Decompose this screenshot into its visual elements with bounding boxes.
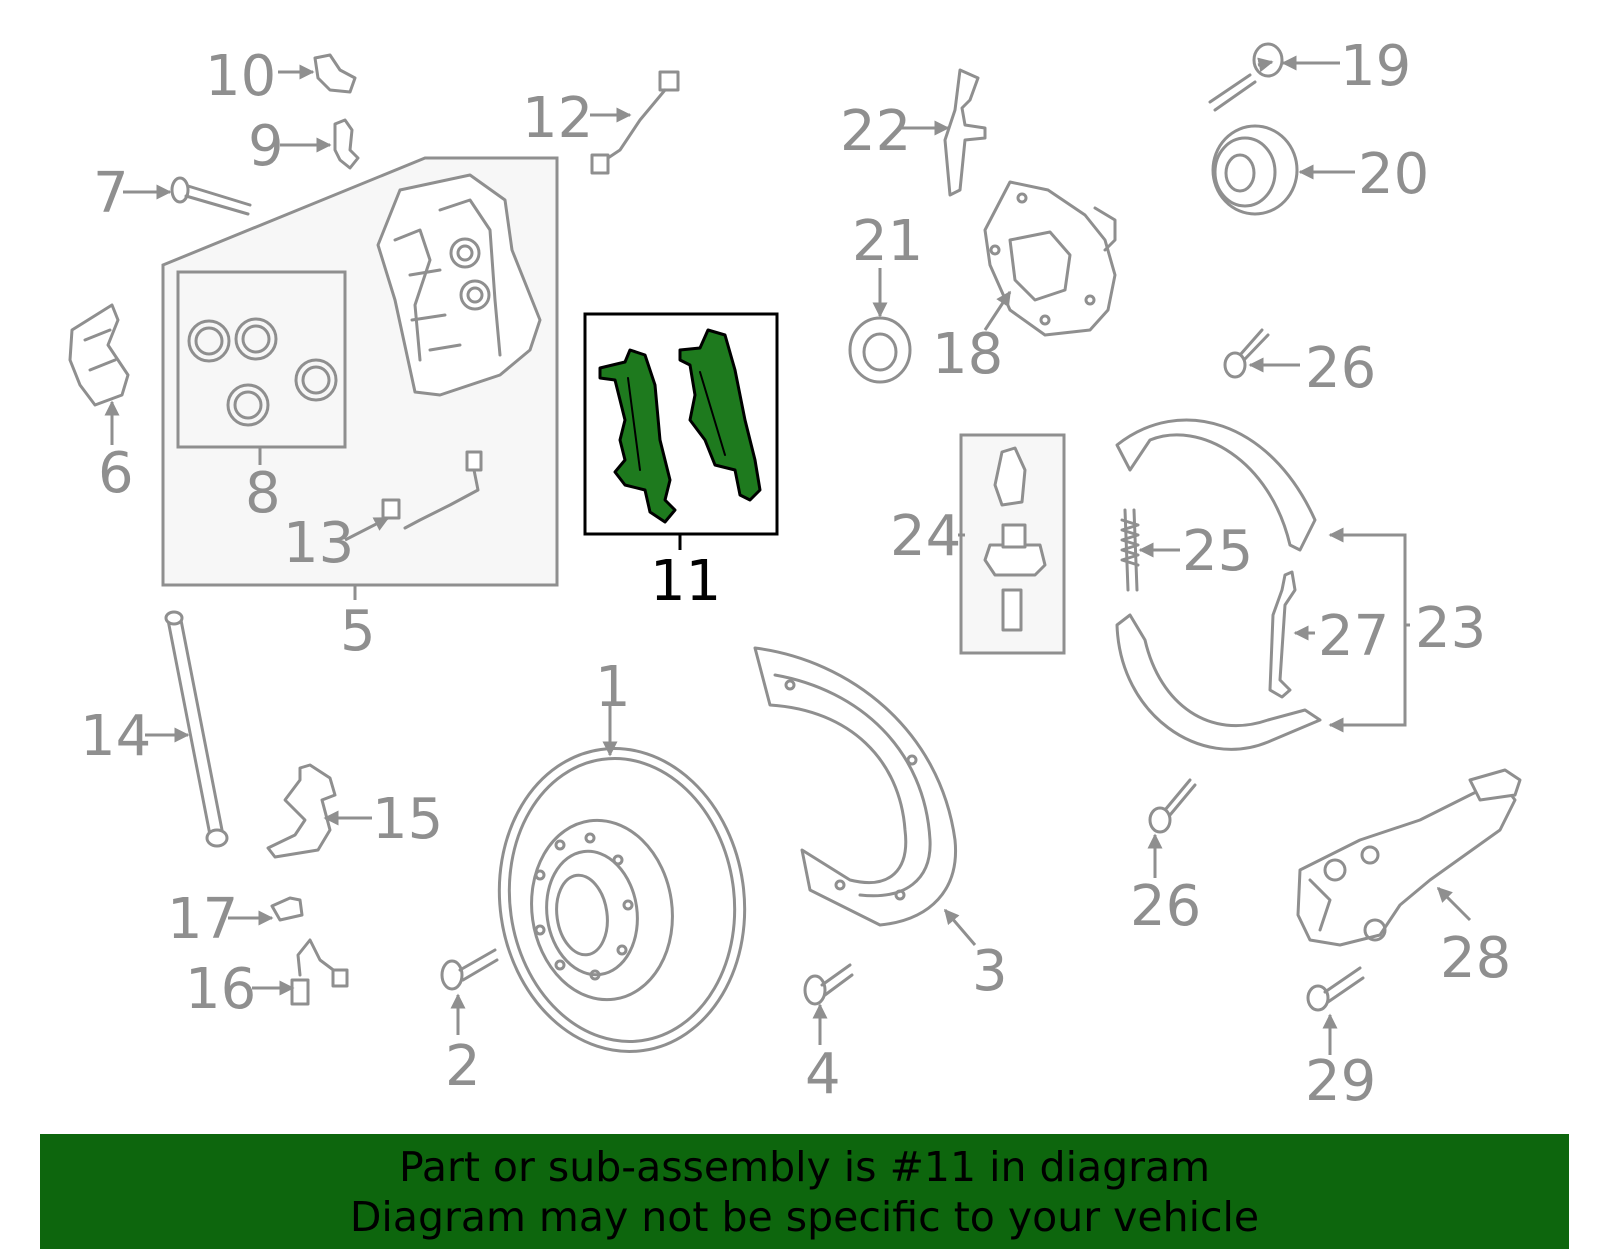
callout-26-top: 26 <box>1305 336 1376 401</box>
abs-sensor-22 <box>943 68 987 197</box>
callout-13: 13 <box>283 511 354 576</box>
callout-24: 24 <box>890 504 961 569</box>
banner-line-1: Part or sub-assembly is #11 in diagram <box>398 1142 1211 1191</box>
brake-shoes-23 <box>1115 418 1322 751</box>
wear-sensor-12 <box>590 70 680 175</box>
guide-pin-14 <box>164 610 229 848</box>
bleeder-26-bottom <box>1148 778 1197 834</box>
callout-21: 21 <box>852 209 923 274</box>
callout-11: 11 <box>650 549 721 614</box>
bleeder-9 <box>333 118 360 170</box>
clip-17 <box>270 896 304 922</box>
callout-17: 17 <box>167 887 238 952</box>
brake-pads-highlighted <box>598 328 762 524</box>
adjuster-parts-24 <box>983 446 1047 632</box>
hub-18 <box>983 180 1117 337</box>
callout-10: 10 <box>205 44 276 109</box>
caliper-housing <box>376 173 542 397</box>
callout-29: 29 <box>1305 1049 1376 1114</box>
callout-27: 27 <box>1318 604 1389 669</box>
callout-1: 1 <box>595 655 631 720</box>
callout-16: 16 <box>185 957 256 1022</box>
cap-10 <box>313 53 357 94</box>
callout-28: 28 <box>1440 926 1511 991</box>
banner-line-2: Diagram may not be specific to your vehi… <box>349 1192 1260 1241</box>
callout-26-bottom: 26 <box>1130 874 1201 939</box>
parking-actuator-28 <box>1296 768 1522 947</box>
leader-lines <box>104 55 1472 1055</box>
nut-21 <box>848 316 912 384</box>
bolt-29 <box>1306 966 1365 1012</box>
callout-22: 22 <box>840 99 911 164</box>
callout-9: 9 <box>248 114 284 179</box>
callout-14: 14 <box>80 704 151 769</box>
callout-2: 2 <box>445 1034 481 1099</box>
callout-labels: 1 2 3 4 5 6 7 8 9 10 11 12 13 14 15 16 1… <box>80 34 1511 1114</box>
callout-25: 25 <box>1182 519 1253 584</box>
callout-23: 23 <box>1415 596 1486 661</box>
callout-6: 6 <box>98 441 134 506</box>
rotor-1 <box>497 747 747 1053</box>
sensor-16 <box>290 938 349 1006</box>
info-banner: Part or sub-assembly is #11 in diagram D… <box>40 1134 1569 1249</box>
callout-4: 4 <box>805 1042 841 1107</box>
callout-12: 12 <box>522 86 593 151</box>
spring-25 <box>1120 508 1140 592</box>
callout-8: 8 <box>245 461 281 526</box>
wear-sensor-13 <box>381 450 483 530</box>
bolt-19 <box>1208 42 1284 112</box>
callout-15: 15 <box>372 787 443 852</box>
callout-3: 3 <box>972 939 1008 1004</box>
callout-20: 20 <box>1358 142 1429 207</box>
dust-shield-3 <box>753 646 958 927</box>
bolt-7 <box>170 176 252 216</box>
bleeder-26-top <box>1223 328 1270 379</box>
callout-19: 19 <box>1340 34 1411 99</box>
piston-seals <box>187 317 338 427</box>
bolt-4 <box>803 963 854 1006</box>
bracket-6 <box>68 303 130 407</box>
bolt-2 <box>440 948 499 991</box>
callout-18: 18 <box>932 322 1003 387</box>
bearing-20 <box>1211 124 1299 216</box>
lever-27 <box>1268 570 1297 699</box>
callout-7: 7 <box>93 161 129 226</box>
callout-5: 5 <box>340 599 376 664</box>
clip-15 <box>266 763 337 859</box>
